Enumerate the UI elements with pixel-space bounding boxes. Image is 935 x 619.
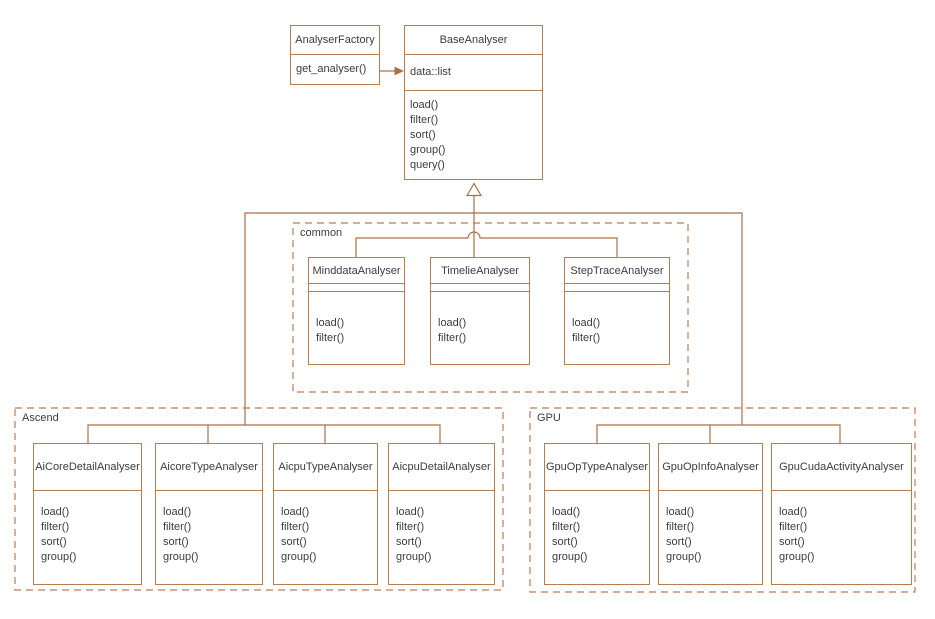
class-title: AicpuTypeAnalyser bbox=[274, 444, 377, 491]
class-methods: load() filter() bbox=[309, 292, 404, 364]
class-methods: load() filter() sort() group() bbox=[545, 491, 649, 584]
member-label: filter() bbox=[572, 332, 601, 344]
class-title: StepTraceAnalyser bbox=[565, 258, 669, 284]
member-label: filter() bbox=[316, 332, 345, 344]
class-methods: load() filter() bbox=[565, 292, 669, 364]
member-label: sort() bbox=[779, 536, 805, 548]
class-methods: get_analyser() bbox=[291, 55, 379, 84]
ascend-branch-line bbox=[87, 424, 441, 443]
class-box-base-analyser: BaseAnalyser data::list load()filter()so… bbox=[404, 25, 543, 180]
class-box-aicpu-type-analyser: AicpuTypeAnalyser load() filter() sort() gr… bbox=[273, 443, 378, 585]
member-label: load() bbox=[572, 317, 601, 329]
member-label: sort() bbox=[281, 536, 307, 548]
common-branch-line bbox=[355, 231, 618, 257]
class-attributes bbox=[565, 284, 669, 292]
member-label: load() bbox=[438, 317, 467, 329]
class-title: GpuOpInfoAnalyser bbox=[659, 444, 762, 491]
class-attributes bbox=[309, 284, 404, 292]
gpu-branch-line bbox=[596, 424, 841, 443]
member-label: filter() bbox=[396, 521, 425, 533]
member-label: filter() bbox=[410, 114, 439, 126]
class-title: MinddataAnalyser bbox=[309, 258, 404, 284]
member-label: filter() bbox=[666, 521, 695, 533]
class-methods: load() filter() sort() group() bbox=[34, 491, 141, 584]
member-label: group() bbox=[410, 144, 446, 156]
member-label: sort() bbox=[552, 536, 578, 548]
class-box-steptrace-analyser: StepTraceAnalyser load() filter() bbox=[564, 257, 670, 365]
member-label: load() bbox=[410, 99, 439, 111]
class-title: GpuCudaActivityAnalyser bbox=[772, 444, 911, 491]
class-title: TimelieAnalyser bbox=[431, 258, 529, 284]
class-title: AicoreTypeAnalyser bbox=[156, 444, 262, 491]
class-methods: load() filter() sort() group() bbox=[389, 491, 494, 584]
member-label: group() bbox=[281, 551, 317, 563]
member-label: sort() bbox=[163, 536, 189, 548]
class-methods: load() filter() sort() group() bbox=[274, 491, 377, 584]
member-label: sort() bbox=[41, 536, 67, 548]
class-title: AnalyserFactory bbox=[291, 26, 379, 55]
member-label: query() bbox=[410, 159, 445, 171]
class-attributes bbox=[431, 284, 529, 292]
class-title: AicpuDetailAnalyser bbox=[389, 444, 494, 491]
member-label: group() bbox=[552, 551, 588, 563]
member-label: load() bbox=[396, 506, 425, 518]
member-label: load() bbox=[552, 506, 581, 518]
class-box-aicore-detail-analyser: AiCoreDetailAnalyser load() filter() sort(… bbox=[33, 443, 142, 585]
class-title: GpuOpTypeAnalyser bbox=[545, 444, 649, 491]
class-box-timelie-analyser: TimelieAnalyser load() filter() bbox=[430, 257, 530, 365]
member-label: group() bbox=[779, 551, 815, 563]
group-label-ascend: Ascend bbox=[22, 412, 59, 424]
member-label: load() bbox=[163, 506, 192, 518]
class-box-analyser-factory: AnalyserFactory get_analyser() bbox=[290, 25, 380, 85]
member-label: load() bbox=[281, 506, 310, 518]
member-label: load() bbox=[316, 317, 345, 329]
member-label: group() bbox=[41, 551, 77, 563]
member-label: filter() bbox=[552, 521, 581, 533]
class-box-gpu-cuda-activity-analyser: GpuCudaActivityAnalyser load() filter() so… bbox=[771, 443, 912, 585]
member-label: filter() bbox=[163, 521, 192, 533]
group-label-gpu: GPU bbox=[537, 412, 561, 424]
group-label-common: common bbox=[300, 227, 343, 239]
member-label: sort() bbox=[410, 129, 436, 141]
class-methods: load() filter() bbox=[431, 292, 529, 364]
class-box-gpu-op-type-analyser: GpuOpTypeAnalyser load() filter() sort() gr… bbox=[544, 443, 650, 585]
class-box-minddata-analyser: MinddataAnalyser load() filter() bbox=[308, 257, 405, 365]
member-label: get_analyser() bbox=[296, 63, 367, 75]
class-title: AiCoreDetailAnalyser bbox=[34, 444, 141, 491]
member-label: load() bbox=[666, 506, 695, 518]
member-label: group() bbox=[396, 551, 432, 563]
class-methods: load() filter() sort() group() bbox=[156, 491, 262, 584]
member-label: filter() bbox=[779, 521, 808, 533]
class-title: BaseAnalyser bbox=[405, 26, 542, 55]
class-box-gpu-op-info-analyser: GpuOpInfoAnalyser load() filter() sort() gr… bbox=[658, 443, 763, 585]
inheritance-triangle-icon bbox=[465, 182, 483, 197]
member-label: group() bbox=[163, 551, 199, 563]
member-label: sort() bbox=[396, 536, 422, 548]
member-label: filter() bbox=[41, 521, 70, 533]
member-label: sort() bbox=[666, 536, 692, 548]
member-label: group() bbox=[666, 551, 702, 563]
class-methods: load() filter() sort() group() query() bbox=[405, 91, 542, 179]
member-label: data::list bbox=[410, 66, 451, 78]
class-box-aicore-type-analyser: AicoreTypeAnalyser load() filter() sort() g… bbox=[155, 443, 263, 585]
class-methods: load() filter() sort() group() bbox=[772, 491, 911, 584]
member-label: load() bbox=[779, 506, 808, 518]
class-attributes: data::list bbox=[405, 55, 542, 91]
association-arrowhead-icon bbox=[394, 66, 404, 76]
class-box-aicpu-detail-analyser: AicpuDetailAnalyser load() filter() sort()… bbox=[388, 443, 495, 585]
member-label: load() bbox=[41, 506, 70, 518]
member-label: filter() bbox=[438, 332, 467, 344]
class-methods: load() filter() sort() group() bbox=[659, 491, 762, 584]
member-label: filter() bbox=[281, 521, 310, 533]
